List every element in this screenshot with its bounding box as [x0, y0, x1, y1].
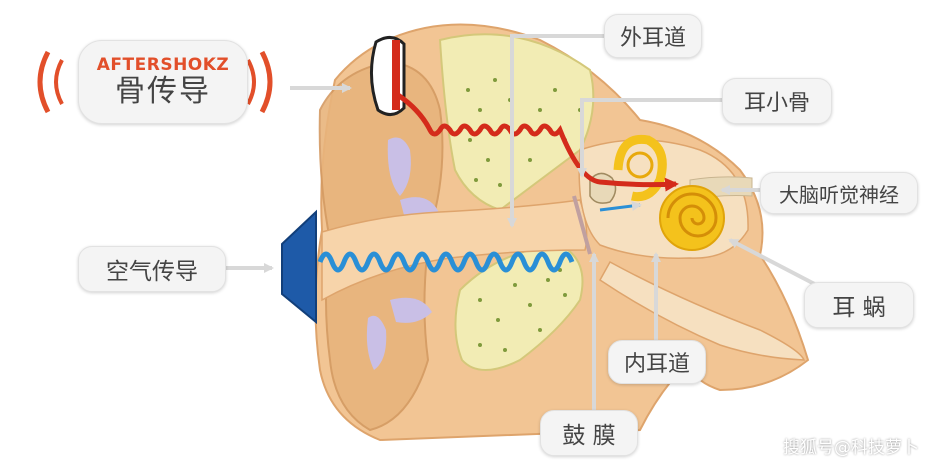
leader-outer-canal	[507, 34, 604, 228]
cartilage-lower	[366, 315, 387, 370]
eardrum-membrane	[572, 195, 592, 255]
air-wave-inner-arrow	[599, 201, 642, 212]
inner-ear-canal-label: 内耳道	[608, 340, 706, 384]
air-conduction-label: 空气传导	[78, 246, 226, 292]
brand-badge: AFTERSHOKZ 骨传导	[78, 40, 248, 124]
sound-wave-right-icon	[259, 50, 273, 114]
auditory-nerve-label: 大脑听觉神经	[760, 172, 918, 214]
sound-wave-left-inner-icon	[54, 59, 64, 105]
bone-conduction-wave	[396, 92, 679, 192]
eustachian-tube	[599, 260, 806, 361]
cartilage-lower-2	[390, 297, 432, 323]
cochlea	[659, 185, 725, 251]
air-conduction-wave	[317, 251, 575, 273]
cochlea-label: 耳 蜗	[804, 282, 914, 328]
semicircular-canal-ring	[626, 151, 654, 179]
semicircular-canals	[613, 134, 667, 202]
sound-wave-left-icon	[37, 50, 51, 114]
air-speaker-icon	[281, 209, 317, 325]
leader-ossicles	[577, 98, 722, 178]
skull-bone-upper	[438, 33, 595, 212]
eardrum-label: 鼓 膜	[540, 410, 638, 456]
watermark: 搜狐号@科技萝卜	[783, 438, 919, 458]
bone-texture-dots	[466, 78, 582, 352]
cartilage-upper	[387, 137, 411, 196]
leader-cochlea	[728, 238, 827, 292]
bone-conduction-label: 骨传导	[115, 74, 211, 109]
ossicles-label: 耳小骨	[722, 78, 832, 124]
sound-wave-right-inner-icon	[246, 59, 256, 105]
outer-ear-canal-label: 外耳道	[604, 14, 702, 58]
brand-name: AFTERSHOKZ	[96, 55, 230, 75]
